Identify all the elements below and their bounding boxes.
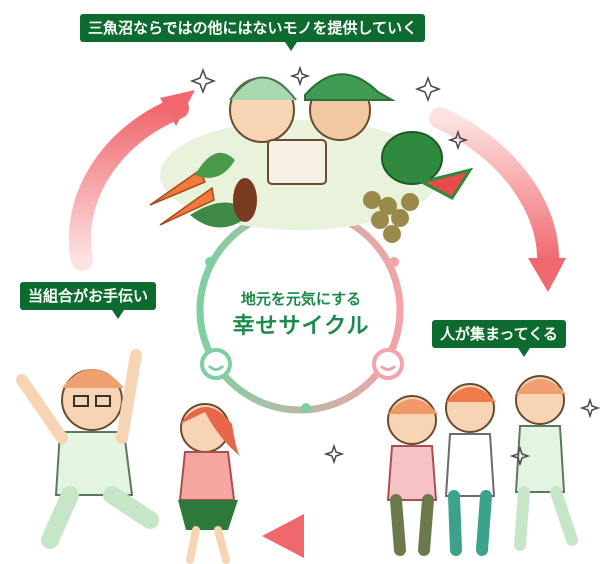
- label-top-text: 三魚沼ならではの他にはないモノを提供していく: [88, 19, 418, 37]
- label-tail: [518, 348, 530, 357]
- arrow-up-left: [68, 97, 189, 271]
- people-gathering-illustration: [386, 375, 578, 556]
- smiley-icon: [200, 348, 232, 380]
- farmers-produce-illustration: [149, 73, 474, 243]
- label-people-gather: 人が集まってくる: [432, 320, 566, 357]
- ring-dot-left: [205, 257, 215, 267]
- label-left-text: 当組合がお手伝い: [28, 287, 149, 305]
- center-subtitle: 地元を元気にする: [240, 290, 362, 308]
- sparkle-icon: [189, 65, 601, 467]
- arrow-head-up-left: [160, 90, 195, 126]
- watermelon: [381, 131, 443, 185]
- label-tail: [285, 42, 297, 51]
- helpers-illustration: [16, 349, 240, 564]
- arrow-down-right: [429, 107, 560, 273]
- smiley-icon: [372, 348, 404, 380]
- arrow-head-down-right: [528, 258, 566, 292]
- center-title: 幸せサイクル: [232, 314, 370, 339]
- label-cooperative-helps: 当組合がお手伝い: [20, 282, 157, 319]
- label-right-text: 人が集まってくる: [440, 325, 558, 343]
- label-tail: [112, 310, 124, 319]
- arrow-head-left-bottom: [262, 514, 304, 558]
- rice-box: [267, 139, 327, 185]
- label-provide-unique-goods: 三魚沼ならではの他にはないモノを提供していく: [80, 14, 426, 51]
- ring-dot-right: [389, 257, 399, 267]
- ring-dot-bottom: [301, 403, 311, 413]
